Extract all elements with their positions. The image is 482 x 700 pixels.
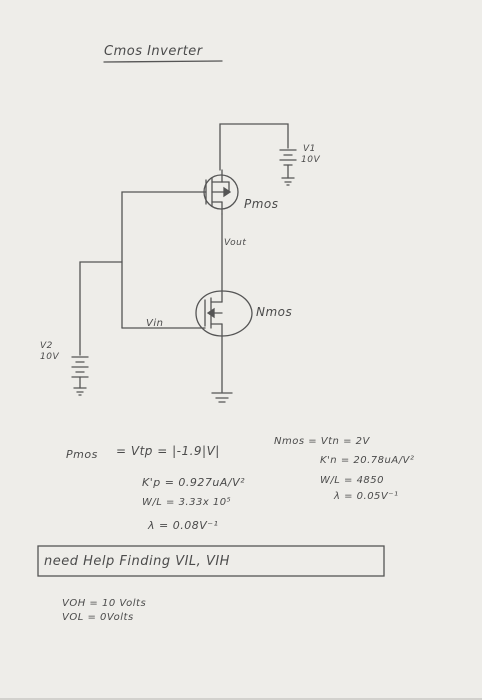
question-box [37,545,385,577]
question-text: need Help Finding VIL, VIH [44,554,230,569]
page-title: Cmos Inverter [104,44,203,59]
pmos-wl: W/L = 3.33x 10⁵ [142,497,232,508]
pmos-lambda: λ = 0.08V⁻¹ [148,519,219,532]
v1-label: V1 [303,144,316,154]
nmos-lambda: λ = 0.05V⁻¹ [334,491,399,502]
nmos-kn: K'n = 20.78uA/V² [320,455,415,466]
wire-v2 [79,261,123,356]
wire-gate-pmos [121,191,207,329]
vol-line: VOL = 0Volts [62,612,134,623]
v2-label: V2 [40,341,53,351]
pmos-heading: Pmos [66,448,98,461]
nmos-label: Nmos [256,305,293,319]
pmos-vtp: = Vtp = |-1.9|V| [116,444,220,458]
pmos-label: Pmos [244,197,279,211]
nmos-transistor-symbol [195,290,253,337]
v1-value: 10V [301,155,321,165]
pmos-kp: K'p = 0.927uA/V² [142,476,246,489]
voh-line: VOH = 10 Volts [62,598,147,609]
ground-symbol [211,392,233,403]
v1-battery-symbol [279,149,297,186]
v2-battery-symbol [71,356,89,396]
nmos-wl: W/L = 4850 [320,475,385,486]
v2-value: 10V [40,352,60,362]
wire-vdd [219,123,289,171]
nmos-heading: Nmos = Vtn = 2V [274,436,370,447]
title-underline [103,60,223,63]
vout-label: Vout [224,238,247,248]
vin-label: Vin [146,318,164,329]
pmos-transistor-symbol [203,169,239,215]
